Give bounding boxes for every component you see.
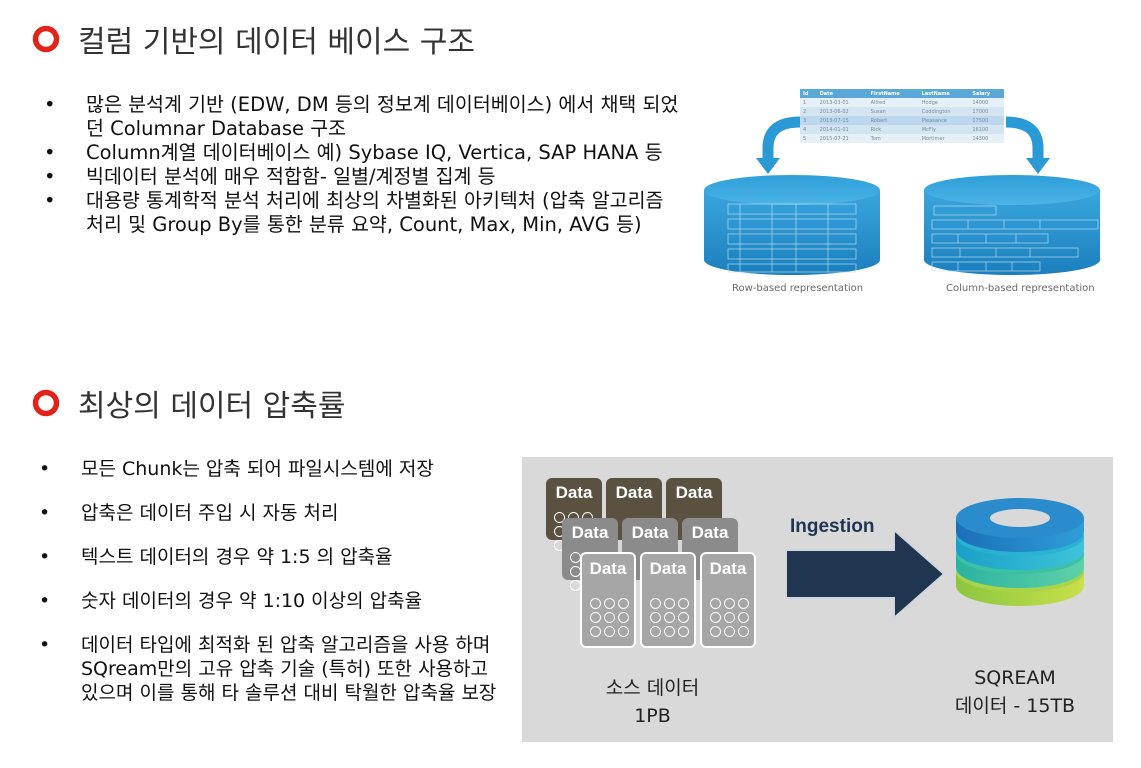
red-ring-icon — [32, 25, 60, 53]
row-based-cylinder — [704, 175, 880, 275]
section-title: 최상의 데이터 압축률 — [78, 389, 346, 424]
table-header-row: Id Date FirstName LastName Salary — [800, 89, 1004, 98]
sqream-data-label: SQREAM 데이터 - 15TB — [954, 667, 1076, 717]
arrow-down-right-icon — [1005, 116, 1044, 160]
column-based-caption: Column-based representation — [946, 283, 1095, 294]
bullet-icon: • — [44, 189, 56, 212]
storage-diagram — [704, 116, 1100, 275]
list-item: •텍스트 데이터의 경우 약 1:5 의 압축율 — [39, 546, 393, 568]
data-chunk: Data — [580, 552, 636, 648]
arrow-down-left-icon — [762, 116, 801, 160]
section-heading-columnar: 컬럼 기반의 데이터 베이스 구조 — [32, 17, 475, 61]
bullet-icon: • — [44, 141, 56, 164]
sqream-storage-icon — [956, 498, 1084, 606]
bullet-icon: • — [39, 502, 51, 524]
bullet-icon: • — [39, 546, 51, 568]
bullet-icon: • — [39, 590, 51, 612]
section-title: 컬럼 기반의 데이터 베이스 구조 — [78, 25, 475, 60]
list-item: •데이터 타입에 최적화 된 압축 알고리즘을 사용 하며 SQream만의 고… — [39, 634, 497, 704]
list-item: •모든 Chunk는 압축 되어 파일시스템에 저장 — [39, 458, 434, 480]
bullet-icon: • — [44, 165, 56, 188]
list-item: •빅데이터 분석에 매우 적합함- 일별/계정별 집계 등 — [44, 165, 496, 188]
compression-bullet-list: •모든 Chunk는 압축 되어 파일시스템에 저장 •압축은 데이터 주입 시… — [39, 457, 511, 705]
data-chunk: Data — [640, 552, 696, 648]
bullet-icon: • — [39, 634, 51, 656]
columnar-bullet-list: •많은 분석계 기반 (EDW, DM 등의 정보계 데이터베이스) 에서 채택… — [44, 93, 686, 237]
list-item: •숫자 데이터의 경우 약 1:10 이상의 압축율 — [39, 590, 423, 612]
column-based-cylinder — [924, 175, 1100, 275]
list-item: •Column계열 데이터베이스 예) Sybase IQ, Vertica, … — [44, 141, 663, 164]
arrow-head-right — [1026, 158, 1050, 174]
ingestion-label: Ingestion — [790, 516, 875, 537]
list-item: •압축은 데이터 주입 시 자동 처리 — [39, 502, 339, 524]
row-based-caption: Row-based representation — [732, 283, 864, 294]
list-item: •많은 분석계 기반 (EDW, DM 등의 정보계 데이터베이스) 에서 채택… — [44, 93, 679, 140]
source-data-label: 소스 데이터 1PB — [605, 677, 700, 727]
section-heading-compression: 최상의 데이터 압축률 — [32, 381, 345, 425]
ingestion-arrow-icon — [785, 528, 946, 620]
red-ring-icon — [32, 389, 60, 417]
bullet-icon: • — [44, 93, 56, 116]
bullet-icon: • — [39, 458, 51, 480]
list-item: •대용량 통계학적 분석 처리에 최상의 차별화된 아키텍처 (압축 알고리즘 … — [44, 189, 664, 236]
arrow-head-left — [756, 158, 780, 174]
data-chunk: Data — [700, 552, 756, 648]
